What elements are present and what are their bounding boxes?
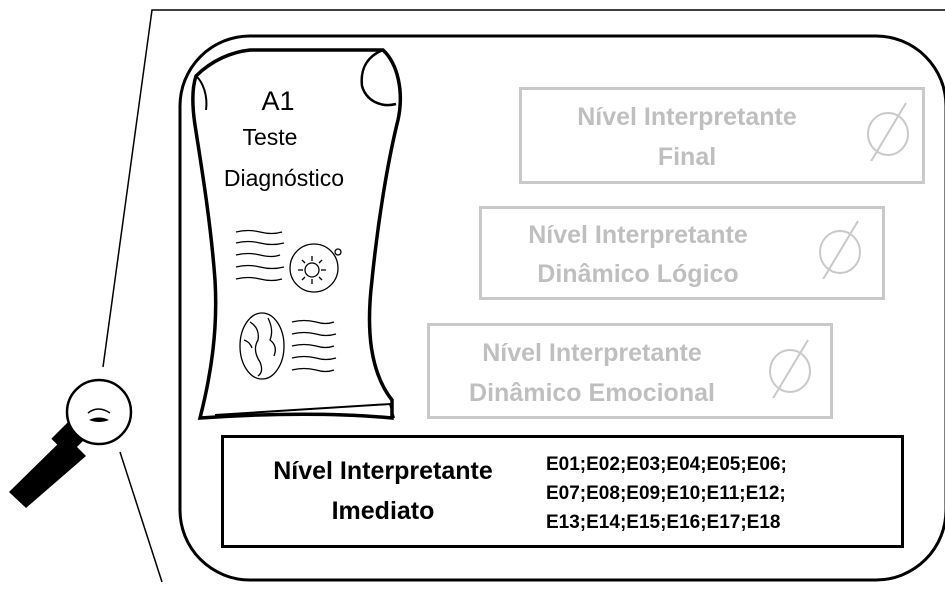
outer-container [178, 34, 945, 582]
view-frame [119, 451, 163, 583]
level-dynamic-emotional: Nível Interpretante Dinâmico Emocional [427, 323, 833, 419]
view-frame-top [102, 9, 945, 368]
document-id: A1 [261, 86, 295, 116]
magnifying-glass-eye-icon [9, 378, 133, 508]
level-immediate: Nível Interpretante Imediato E01;E02;E03… [221, 435, 904, 548]
document-title-line1: Teste [242, 124, 298, 150]
sun-icon [289, 243, 342, 293]
level-dynamic-emotional-line2: Dinâmico Emocional [469, 379, 715, 407]
level-final-line2: Final [657, 143, 717, 171]
level-dynamic-logical-line2: Dinâmico Lógico [537, 260, 739, 288]
document-title-line2: Diagnóstico [223, 165, 345, 191]
level-final-line1: Nível Interpretante [577, 103, 797, 131]
globe-icon [239, 312, 285, 380]
level-dynamic-logical-line1: Nível Interpretante [528, 221, 748, 249]
level-dynamic-emotional-line1: Nível Interpretante [482, 339, 702, 367]
empty-set-icon [769, 339, 811, 398]
evidence-codes-line2: E07;E08;E09;E10;E11;E12; [546, 483, 786, 504]
level-final: Nível Interpretante Final [519, 87, 925, 184]
level-immediate-line1: Nível Interpretante [273, 457, 493, 485]
document-text-lines [235, 229, 337, 373]
empty-set-icon [819, 220, 861, 279]
evidence-codes-line3: E13;E14;E15;E16;E17;E18 [546, 512, 781, 533]
level-immediate-line2: Imediato [331, 497, 435, 525]
evidence-codes-line1: E01;E02;E03;E04;E05;E06; [546, 454, 787, 475]
empty-set-icon [867, 102, 909, 161]
level-dynamic-logical: Nível Interpretante Dinâmico Lógico [479, 206, 885, 300]
